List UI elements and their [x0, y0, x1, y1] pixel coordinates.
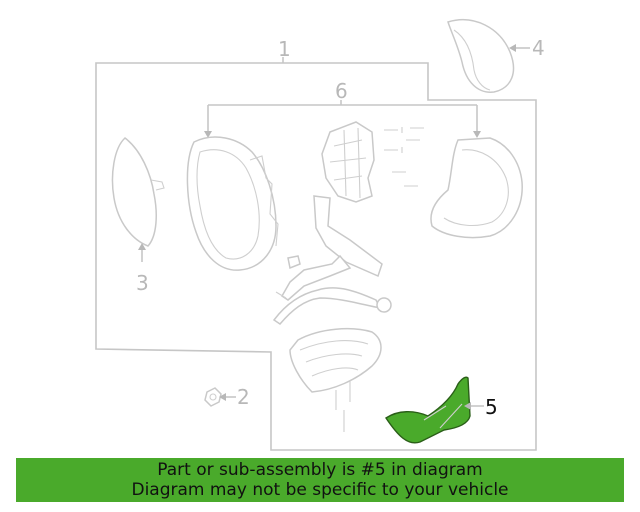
corrugated-tube-part — [272, 287, 382, 325]
callout-5: 5 — [485, 395, 498, 419]
banner-line-1: Part or sub-assembly is #5 in diagram — [157, 460, 483, 480]
callout-3: 3 — [136, 271, 149, 295]
mirror-glass-part — [111, 137, 157, 247]
screw-set — [384, 127, 424, 187]
callout-6: 6 — [335, 79, 348, 103]
outer-cover-frame-part — [430, 137, 523, 239]
wiring-harness-part — [313, 195, 383, 278]
motor-assembly-part — [321, 121, 375, 203]
nut-part — [204, 387, 222, 407]
assembly-frame — [95, 62, 537, 451]
callout-4: 4 — [532, 36, 545, 60]
banner-line-2: Diagram may not be specific to your vehi… — [131, 480, 509, 500]
info-banner: Part or sub-assembly is #5 in diagram Di… — [16, 458, 624, 502]
mirror-cap-part — [447, 18, 515, 93]
lower-base-part — [289, 327, 382, 393]
callout-1: 1 — [278, 37, 291, 61]
highlighted-part-5 — [385, 376, 471, 444]
mirror-housing-part — [186, 136, 277, 271]
callout-2: 2 — [237, 385, 250, 409]
